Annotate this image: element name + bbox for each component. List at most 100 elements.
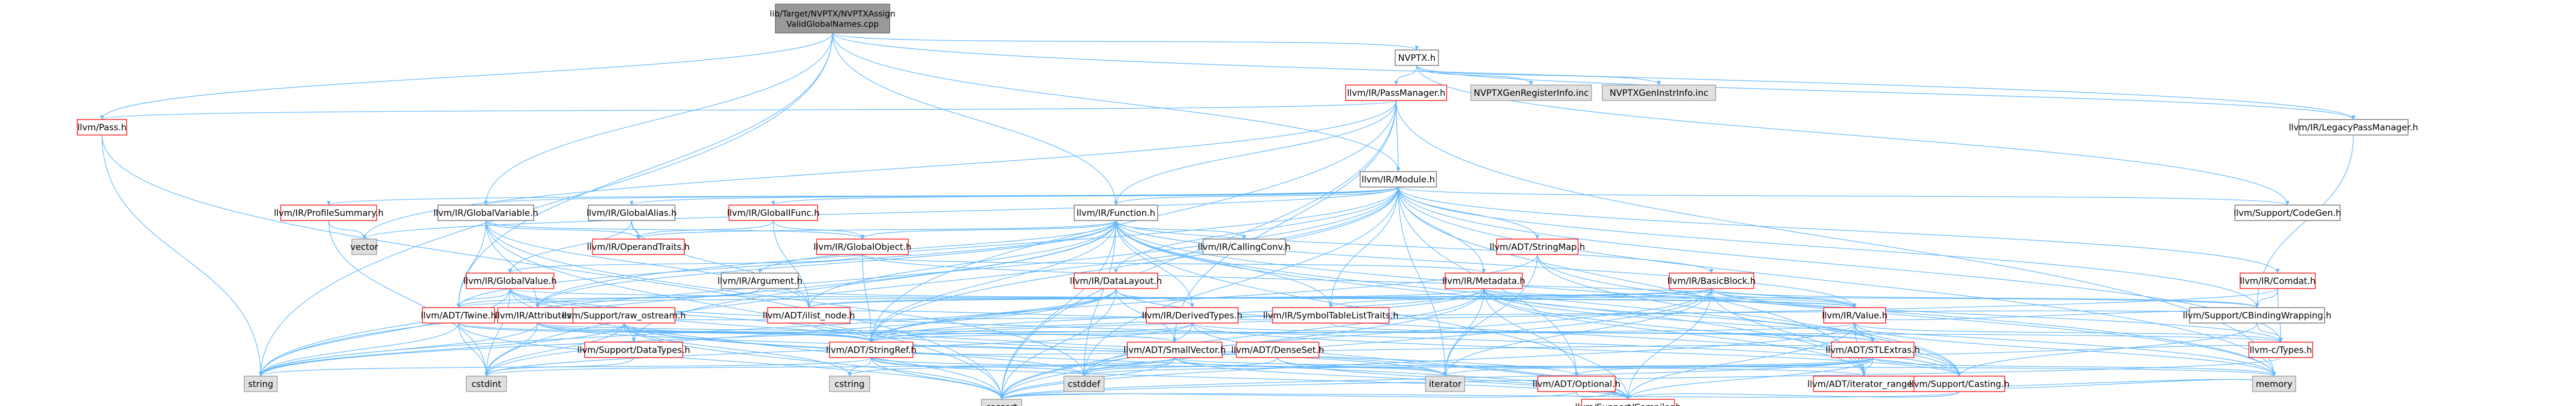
node-comdat[interactable]: llvm/IR/Comdat.h (2240, 273, 2316, 289)
edge-metadata-to-casting (1483, 288, 1960, 377)
arrowhead-basicblock-to-value (1853, 303, 1857, 308)
node-box (1496, 239, 1579, 255)
edge-module-to-attributes (537, 187, 1399, 308)
node-compiler[interactable]: llvm/Support/Compiler.h (1575, 399, 1681, 406)
node-cassert[interactable]: cassert (981, 399, 1022, 406)
node-attributes[interactable]: llvm/IR/Attributes.h (495, 307, 580, 324)
node-value[interactable]: llvm/IR/Value.h (1822, 307, 1888, 324)
edge-attributes-to-stringref (537, 323, 872, 343)
node-memory[interactable]: memory (2252, 376, 2296, 392)
edge-nvptx-to-legacy (1416, 65, 2354, 120)
node-stringmap[interactable]: llvm/ADT/StringMap.h (1489, 239, 1585, 255)
node-box (2240, 273, 2316, 289)
node-stringref[interactable]: llvm/ADT/StringRef.h (826, 342, 917, 358)
node-cstdint[interactable]: cstdint (466, 376, 507, 392)
node-globalobj[interactable]: llvm/IR/GlobalObject.h (814, 239, 911, 255)
node-metadata[interactable]: llvm/IR/Metadata.h (1442, 273, 1526, 289)
node-label: cassert (986, 402, 1018, 406)
node-codegen[interactable]: llvm/Support/CodeGen.h (2234, 205, 2342, 221)
node-label: llvm/IR/Module.h (1362, 175, 1435, 185)
node-geninstr[interactable]: NVPTXGenInstrInfo.inc (1602, 84, 1716, 101)
edge-module-to-datalayout (1115, 187, 1399, 274)
node-ctypes[interactable]: llvm-c/Types.h (2248, 342, 2313, 358)
edge-attributes-to-optional (537, 323, 1577, 377)
node-denseset[interactable]: llvm/ADT/DenseSet.h (1231, 342, 1324, 358)
edge-stlextras-to-memory (1872, 357, 2275, 377)
node-label: llvm/IR/OperandTraits.h (587, 242, 690, 252)
node-passmgr[interactable]: llvm/IR/PassManager.h (1345, 84, 1447, 101)
edge-attributes-to-string (260, 323, 538, 377)
node-casting[interactable]: llvm/Support/Casting.h (1909, 376, 2010, 392)
node-vector[interactable]: vector (350, 239, 378, 255)
node-datalayout[interactable]: llvm/IR/DataLayout.h (1070, 273, 1162, 289)
edge-rawostream-to-stringref (623, 323, 872, 343)
node-cbinding[interactable]: llvm/Support/CBindingWrapping.h (2183, 307, 2331, 324)
node-box (351, 239, 377, 255)
node-iterator[interactable]: iterator (1425, 376, 1465, 392)
edge-casting-to-cassert (1001, 391, 1960, 400)
node-profsum[interactable]: llvm/IR/ProfileSummary.h (274, 205, 384, 221)
edge-module-to-memory (1398, 187, 2275, 377)
node-pass[interactable]: llvm/Pass.h (77, 119, 127, 136)
node-label: NVPTXGenRegisterInfo.inc (1473, 88, 1588, 98)
edge-nvptx-to-genreg (1416, 65, 1532, 86)
node-genreg[interactable]: NVPTXGenRegisterInfo.inc (1470, 84, 1592, 101)
node-string[interactable]: string (244, 376, 278, 392)
node-derivedtypes[interactable]: llvm/IR/DerivedTypes.h (1142, 307, 1243, 324)
edge-root-to-pass (101, 32, 833, 120)
node-stlextras[interactable]: llvm/ADT/STLExtras.h (1825, 342, 1920, 358)
node-iterrange[interactable]: llvm/ADT/iterator_range.h (1807, 376, 1921, 392)
edge-derivedtypes-to-stringref (871, 323, 1193, 343)
node-label: cstdint (471, 379, 501, 390)
node-globalvalue[interactable]: llvm/IR/GlobalValue.h (463, 273, 557, 289)
node-box (2189, 307, 2325, 324)
node-rawostream[interactable]: llvm/Support/raw_ostream.h (562, 307, 686, 324)
node-function[interactable]: llvm/IR/Function.h (1074, 205, 1158, 221)
arrowhead-attributes-to-smallvector (1173, 338, 1177, 342)
edge-module-to-cbinding (1398, 187, 2258, 308)
node-box (280, 205, 377, 221)
node-module[interactable]: llvm/IR/Module.h (1360, 171, 1437, 188)
node-box (2298, 119, 2409, 136)
node-ilistnode[interactable]: llvm/ADT/ilist_node.h (762, 307, 855, 324)
node-label: llvm/ADT/StringRef.h (826, 345, 917, 356)
edge-module-to-cstdint (486, 187, 1399, 377)
node-twine[interactable]: llvm/ADT/Twine.h (421, 307, 496, 324)
node-callconv[interactable]: llvm/IR/CallingConv.h (1198, 239, 1291, 255)
arrowhead-module-to-stringmap (1535, 235, 1539, 239)
node-datatypes[interactable]: llvm/Support/DataTypes.h (577, 342, 690, 358)
node-symtab[interactable]: llvm/IR/SymbolTableListTraits.h (1263, 307, 1399, 324)
node-argument[interactable]: llvm/IR/Argument.h (718, 273, 803, 289)
arrowhead-profsum-to-vector (362, 235, 366, 239)
node-label: llvm/IR/BasicBlock.h (1667, 276, 1756, 286)
edge-smallvector-to-iterator (1174, 357, 1446, 377)
node-opertraits[interactable]: llvm/IR/OperandTraits.h (587, 239, 690, 255)
edge-stringref-to-cstddef (871, 357, 1084, 377)
edge-value-to-stringref (871, 323, 1855, 343)
node-basicblock[interactable]: llvm/IR/BasicBlock.h (1667, 273, 1756, 289)
node-globalvar[interactable]: llvm/IR/GlobalVariable.h (433, 205, 538, 221)
edge-globalvalue-to-twine (458, 288, 511, 308)
node-globalifunc[interactable]: llvm/IR/GlobalIFunc.h (727, 205, 820, 221)
edge-value-to-memory (1854, 323, 2275, 377)
node-optional[interactable]: llvm/ADT/Optional.h (1533, 376, 1621, 392)
node-label: ValidGlobalNames.cpp (786, 19, 878, 29)
edge-globalobj-to-value (862, 254, 1855, 308)
node-label: llvm/IR/SymbolTableListTraits.h (1263, 311, 1398, 321)
node-cstddef[interactable]: cstddef (1063, 376, 1105, 392)
node-root[interactable]: lib/Target/NVPTX/NVPTXAssignValidGlobalN… (770, 4, 895, 33)
node-cstring[interactable]: cstring (829, 376, 870, 392)
edge-stlextras-to-iterator (1445, 357, 1873, 377)
node-box (1425, 376, 1465, 392)
arrowhead-nvptx-to-passmgr (1394, 81, 1398, 85)
node-smallvector[interactable]: llvm/ADT/SmallVector.h (1124, 342, 1226, 358)
node-box (1813, 376, 1915, 392)
node-nvptx[interactable]: NVPTX.h (1395, 49, 1439, 66)
arrowhead-basicblock-to-ilistnode (807, 303, 811, 308)
edge-module-to-function (1115, 187, 1399, 206)
node-box (1063, 376, 1105, 392)
node-label: llvm/ADT/Twine.h (421, 311, 496, 321)
node-legacy[interactable]: llvm/IR/LegacyPassManager.h (2289, 119, 2418, 136)
node-globalalias[interactable]: llvm/IR/GlobalAlias.h (586, 205, 677, 221)
arrowhead-cbinding-to-ctypes (2279, 338, 2283, 342)
